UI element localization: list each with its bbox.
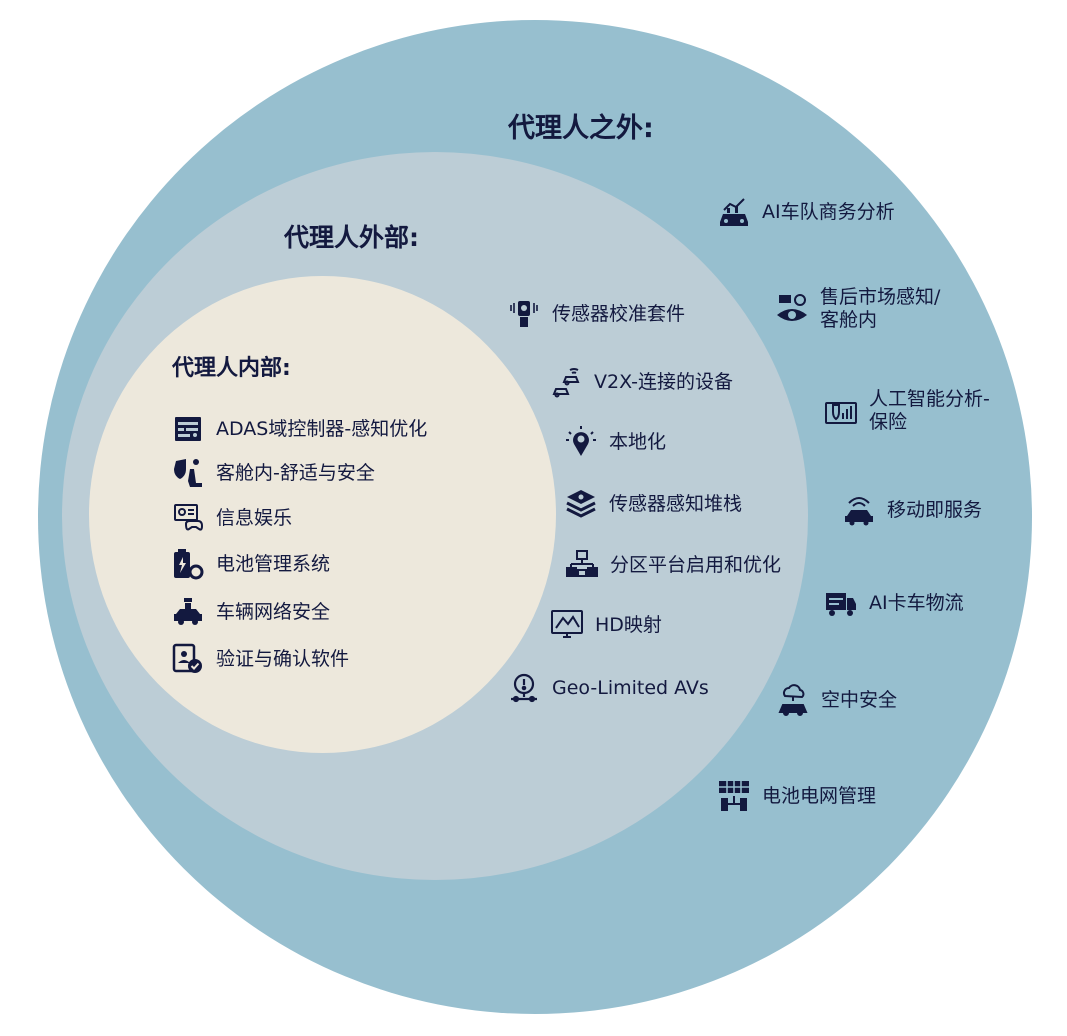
- middle-item: V2X-连接的设备: [550, 366, 733, 398]
- inner-circle: [89, 276, 556, 753]
- middle-item: Geo-Limited AVs: [508, 672, 709, 704]
- middle-heading: 代理人外部:: [284, 223, 419, 252]
- infotainment-icon: [172, 502, 204, 534]
- outer-item: 空中安全: [777, 684, 897, 716]
- truck-icon: [825, 587, 857, 619]
- outer-item-label: 人工智能分析- 保险: [869, 388, 990, 433]
- middle-item: 本地化: [565, 426, 666, 458]
- hd-map-icon: [551, 609, 583, 641]
- outer-item: AI车队商务分析: [718, 196, 895, 228]
- inner-item-label: 信息娱乐: [216, 506, 293, 529]
- middle-item-label: V2X-连接的设备: [594, 370, 734, 393]
- cloud-car-icon: [777, 684, 809, 716]
- middle-item: HD映射: [551, 609, 662, 641]
- middle-item: 传感器感知堆栈: [565, 488, 742, 520]
- verification-icon: [172, 643, 204, 675]
- outer-item-label: 移动即服务: [887, 498, 983, 521]
- inner-item: 客舱内-舒适与安全: [172, 457, 375, 489]
- middle-item: 分区平台启用和优化: [566, 549, 781, 581]
- middle-item-label: 本地化: [609, 430, 667, 453]
- inner-item-label: 车辆网络安全: [216, 600, 331, 623]
- aftermarket-eye-icon: [776, 293, 808, 325]
- middle-item-label: 分区平台启用和优化: [610, 553, 782, 576]
- outer-item: 人工智能分析- 保险: [825, 388, 990, 434]
- inner-item: ADAS域控制器-感知优化: [172, 413, 427, 445]
- adas-controller-icon: [172, 413, 204, 445]
- outer-item-label: AI车队商务分析: [762, 200, 895, 223]
- battery-management-icon: [172, 548, 204, 580]
- cabin-seat-icon: [172, 457, 204, 489]
- inner-heading: 代理人内部:: [172, 356, 291, 381]
- sensor-calibration-icon: [508, 298, 540, 330]
- zonal-platform-icon: [566, 549, 598, 581]
- inner-item: 验证与确认软件: [172, 643, 349, 675]
- middle-item-label: 传感器感知堆栈: [609, 492, 743, 515]
- inner-item-label: 客舱内-舒适与安全: [216, 461, 375, 484]
- fleet-analytics-icon: [718, 196, 750, 228]
- middle-item-label: HD映射: [595, 613, 662, 636]
- insurance-analytics-icon: [825, 395, 857, 427]
- vehicle-security-icon: [172, 596, 204, 628]
- inner-item-label: 验证与确认软件: [216, 647, 350, 670]
- outer-item: AI卡车物流: [825, 587, 964, 619]
- outer-item: 售后市场感知/ 客舱内: [776, 286, 940, 332]
- middle-item-label: Geo-Limited AVs: [552, 676, 709, 699]
- grid-battery-icon: [718, 780, 750, 812]
- inner-item: 信息娱乐: [172, 502, 292, 534]
- v2x-cars-icon: [550, 366, 582, 398]
- middle-item: 传感器校准套件: [508, 298, 685, 330]
- inner-item-label: 电池管理系统: [216, 552, 331, 575]
- geo-limited-icon: [508, 672, 540, 704]
- mobility-service-icon: [843, 494, 875, 526]
- inner-item-label: ADAS域控制器-感知优化: [216, 417, 428, 440]
- perception-stack-icon: [565, 488, 597, 520]
- outer-item-label: 售后市场感知/ 客舱内: [820, 286, 941, 331]
- outer-item: 电池电网管理: [718, 780, 876, 812]
- outer-item-label: 空中安全: [821, 688, 898, 711]
- inner-item: 车辆网络安全: [172, 596, 330, 628]
- outer-heading: 代理人之外:: [508, 113, 654, 144]
- localization-pin-icon: [565, 426, 597, 458]
- outer-item-label: AI卡车物流: [869, 591, 964, 614]
- inner-item: 电池管理系统: [172, 548, 330, 580]
- outer-item-label: 电池电网管理: [762, 784, 877, 807]
- middle-item-label: 传感器校准套件: [552, 302, 686, 325]
- outer-item: 移动即服务: [843, 494, 982, 526]
